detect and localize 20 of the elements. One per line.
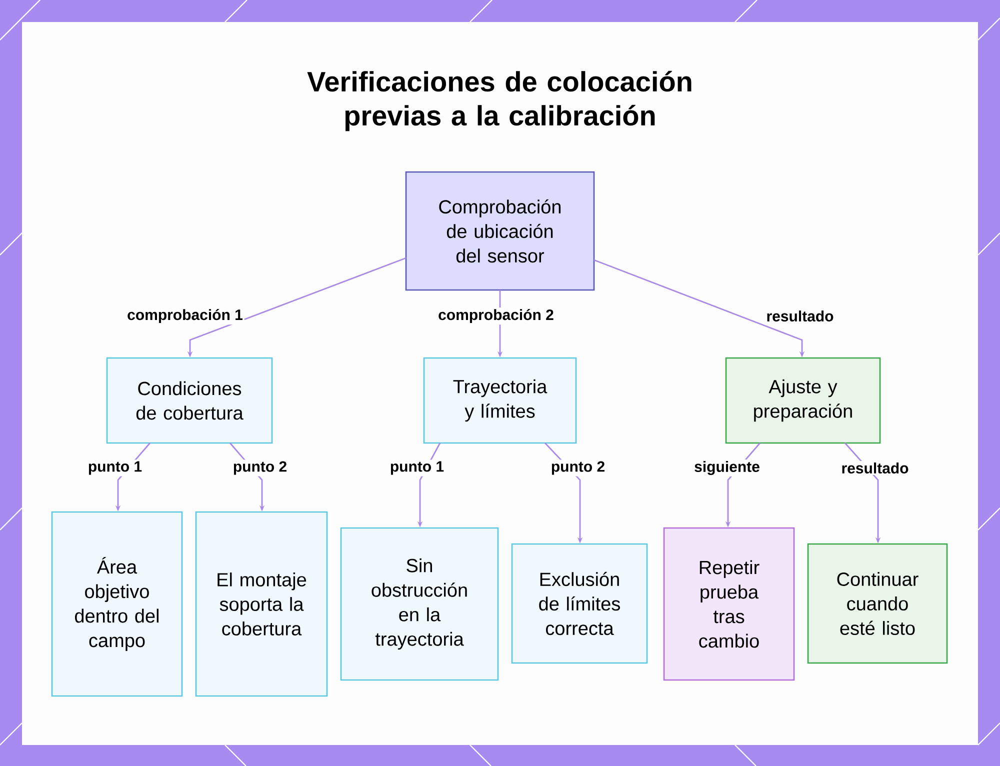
edge-label: comprobación 1 (126, 307, 244, 325)
edge-label: punto 2 (231, 460, 289, 476)
process-box: Continuar cuando esté listo (807, 543, 948, 664)
process-box: Trayectoria y límites (423, 357, 577, 444)
process-box: Condiciones de cobertura (106, 357, 273, 444)
edge-label: siguiente (692, 459, 762, 477)
edge-label: punto 1 (86, 460, 144, 476)
edge-label: resultado (764, 309, 836, 324)
process-box: Ajuste y preparación (725, 357, 881, 444)
edge-label: comprobación 2 (436, 307, 556, 325)
process-box: Área objetivo dentro del campo (51, 511, 183, 697)
process-box: Exclusión de límites correcta (511, 543, 648, 664)
edge-label: punto 2 (549, 460, 607, 476)
process-box: Sin obstrucción en la trayectoria (340, 527, 499, 681)
edge-label: resultado (840, 461, 910, 476)
process-box: El montaje soporta la cobertura (195, 511, 328, 697)
title: Verificaciones de colocación previas a la calibración (307, 70, 692, 132)
process-box: Repetir prueba tras cambio (663, 527, 795, 681)
process-box: Comprobación de ubicación del sensor (405, 171, 595, 291)
edge-label: punto 1 (388, 460, 446, 476)
